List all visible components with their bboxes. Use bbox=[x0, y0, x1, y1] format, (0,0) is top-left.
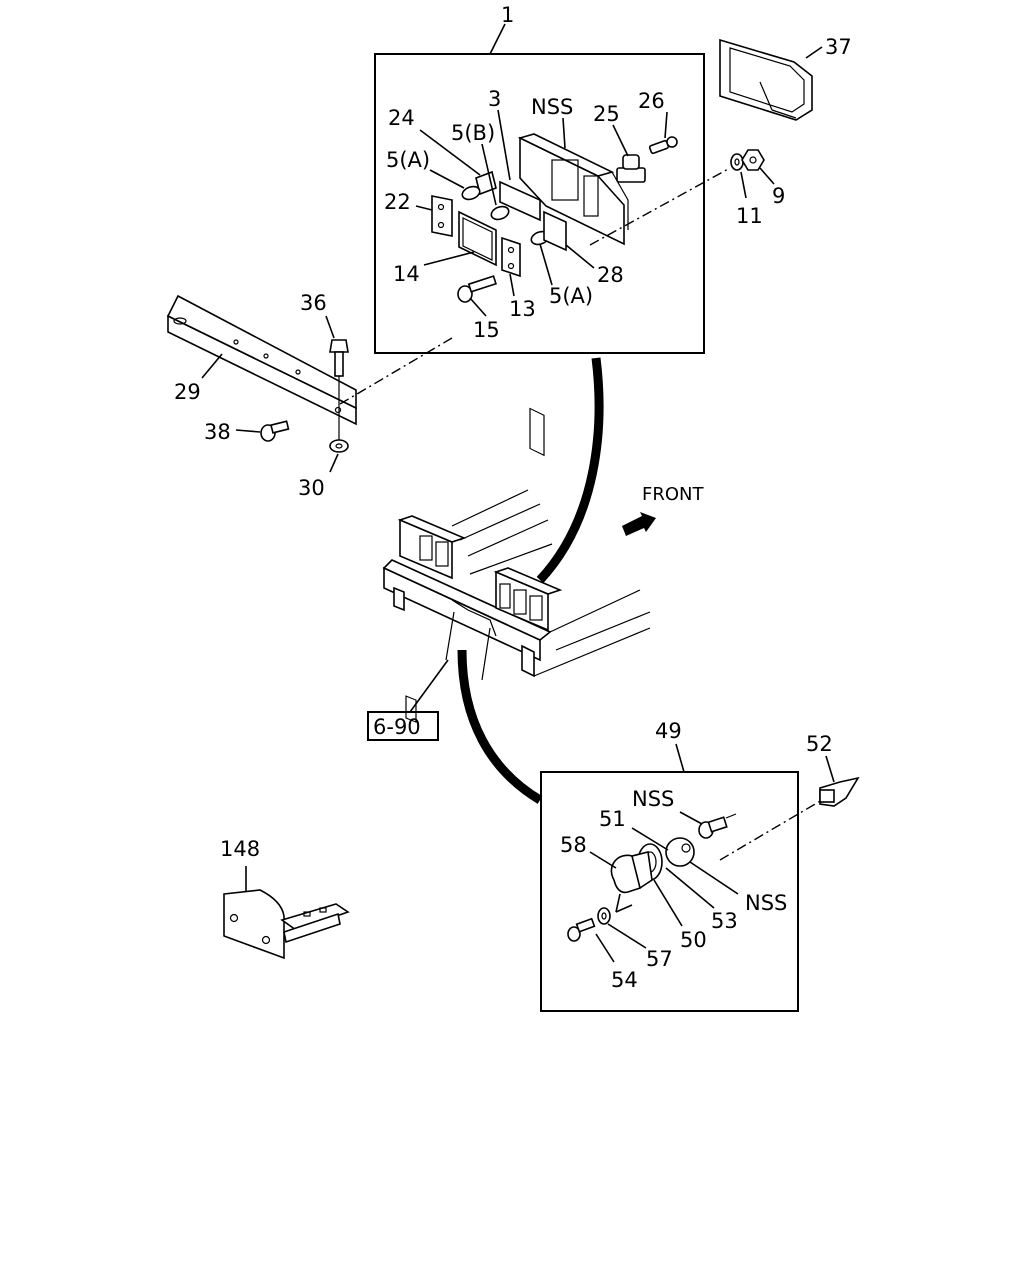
bulb-5b bbox=[490, 180, 541, 222]
bolt-36 bbox=[329, 339, 349, 377]
callout-26: 26 bbox=[638, 89, 665, 113]
callout-51: 51 bbox=[599, 807, 626, 831]
callout-36: 36 bbox=[300, 291, 327, 315]
callout-29: 29 bbox=[174, 380, 201, 404]
callout-11: 11 bbox=[736, 204, 763, 228]
pad-13 bbox=[501, 236, 521, 278]
lamp-guard-37 bbox=[719, 38, 813, 121]
screw-54 bbox=[567, 917, 596, 942]
nut-9 bbox=[741, 149, 765, 171]
callout-22: 22 bbox=[384, 190, 411, 214]
bulb-5a-top bbox=[461, 185, 481, 201]
socket-25 bbox=[616, 154, 646, 183]
callout-38: 38 bbox=[204, 420, 231, 444]
callout-nss-housing: NSS bbox=[531, 95, 573, 119]
detail-box-tail-lamp: 1 NSS 25 26 24 bbox=[374, 3, 731, 457]
callout-5b: 5(B) bbox=[451, 121, 495, 145]
callout-15: 15 bbox=[473, 318, 500, 342]
front-label: FRONT bbox=[642, 484, 704, 505]
leader-arrow-lower bbox=[457, 649, 543, 804]
callout-25: 25 bbox=[593, 102, 620, 126]
detail-box-marker-lamp bbox=[540, 743, 799, 1012]
callout-9: 9 bbox=[772, 184, 785, 208]
reference-box-6-90 bbox=[367, 659, 449, 741]
leader-arrow-upper bbox=[536, 357, 604, 584]
callout-52: 52 bbox=[806, 732, 833, 756]
lens-14 bbox=[458, 210, 497, 267]
bulb-58 bbox=[610, 851, 653, 894]
callout-148: 148 bbox=[220, 837, 260, 861]
callout-5a-bottom: 5(A) bbox=[549, 284, 593, 308]
wire-connector bbox=[698, 813, 737, 839]
callout-14: 14 bbox=[393, 262, 420, 286]
callout-5a-top: 5(A) bbox=[386, 148, 430, 172]
pad-22 bbox=[431, 195, 453, 237]
screw-15 bbox=[457, 275, 497, 303]
bolt-38 bbox=[260, 420, 290, 442]
nut-30 bbox=[329, 439, 349, 453]
callout-nss-wire: NSS bbox=[632, 787, 674, 811]
callout-53: 53 bbox=[711, 909, 738, 933]
washer-57 bbox=[597, 907, 611, 925]
callout-6-90: 6-90 bbox=[373, 715, 421, 739]
lamp-148 bbox=[223, 889, 350, 960]
callout-nss-base: NSS bbox=[745, 891, 787, 915]
screw-26 bbox=[648, 136, 678, 155]
callout-49: 49 bbox=[655, 719, 682, 743]
front-arrow bbox=[622, 512, 656, 536]
callout-3: 3 bbox=[488, 87, 501, 111]
bulb-5a-bottom bbox=[530, 210, 567, 252]
vehicle-frame bbox=[382, 489, 651, 723]
callout-50: 50 bbox=[680, 928, 707, 952]
callout-13: 13 bbox=[509, 297, 536, 321]
callout-54: 54 bbox=[611, 968, 638, 992]
callout-58: 58 bbox=[560, 833, 587, 857]
callout-57: 57 bbox=[646, 947, 673, 971]
callout-37: 37 bbox=[825, 35, 852, 59]
callout-24: 24 bbox=[388, 106, 415, 130]
clip-52 bbox=[819, 776, 860, 807]
callout-28: 28 bbox=[597, 263, 624, 287]
callout-1: 1 bbox=[501, 3, 514, 27]
lamp-housing bbox=[517, 133, 629, 457]
washer-11 bbox=[730, 153, 744, 171]
bracket-29 bbox=[166, 294, 357, 426]
callout-30: 30 bbox=[298, 476, 325, 500]
lamp-base-53 bbox=[665, 837, 695, 867]
